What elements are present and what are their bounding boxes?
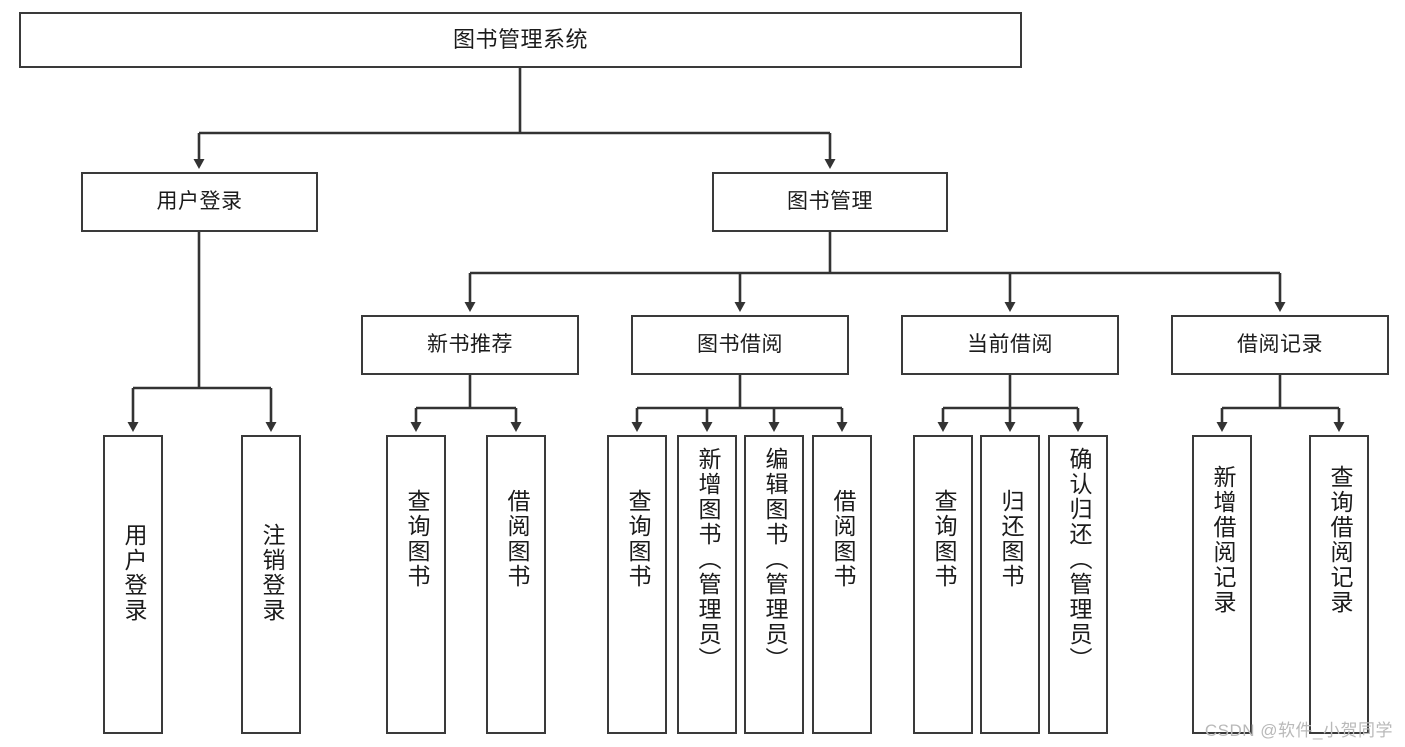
node-label: 图书管理系统 [452, 26, 588, 52]
leaf-label: 借阅图书 [829, 489, 856, 589]
leaf-label: 新增图书（管理员） [694, 447, 721, 672]
leaf-label: 编辑图书（管理员） [761, 447, 788, 672]
csdn-watermark: CSDN @软件_小贺同学 [1204, 721, 1393, 740]
node-current-borrow[interactable]: 当前借阅 [901, 315, 1119, 375]
leaf-label: 确认归还（管理员） [1065, 447, 1092, 672]
leaf-label: 查询图书 [624, 489, 651, 589]
leaf-label: 归还图书 [997, 489, 1024, 589]
node-borrow-record[interactable]: 借阅记录 [1171, 315, 1389, 375]
node-label: 图书借阅 [697, 333, 783, 357]
node-book-borrow[interactable]: 图书借阅 [631, 315, 849, 375]
leaf-label: 借阅图书 [503, 489, 530, 589]
node-label: 用户登录 [156, 190, 243, 214]
leaf-label: 查询图书 [403, 489, 430, 589]
leaf-label: 查询图书 [930, 489, 957, 589]
leaf-label: 注销登录 [258, 523, 285, 623]
leaf-current-borrow-return-book[interactable]: 归还图书 [980, 435, 1040, 734]
leaf-book-borrow-edit-book-admin[interactable]: 编辑图书（管理员） [744, 435, 804, 734]
leaf-label: 用户登录 [120, 523, 147, 623]
node-book-management[interactable]: 图书管理 [712, 172, 948, 232]
leaf-current-borrow-confirm-return-admin[interactable]: 确认归还（管理员） [1048, 435, 1108, 734]
leaf-book-borrow-add-book-admin[interactable]: 新增图书（管理员） [677, 435, 737, 734]
node-label: 图书管理 [787, 190, 873, 214]
node-label: 借阅记录 [1237, 333, 1323, 357]
node-label: 新书推荐 [427, 333, 513, 357]
leaf-book-borrow-borrow-book[interactable]: 借阅图书 [812, 435, 872, 734]
leaf-new-book-borrow-book[interactable]: 借阅图书 [486, 435, 546, 734]
node-user-login[interactable]: 用户登录 [81, 172, 318, 232]
leaf-label: 新增借阅记录 [1209, 465, 1236, 615]
leaf-new-book-query-book[interactable]: 查询图书 [386, 435, 446, 734]
leaf-borrow-record-add-record[interactable]: 新增借阅记录 [1192, 435, 1252, 734]
node-root-book-management-system[interactable]: 图书管理系统 [19, 12, 1022, 68]
leaf-book-borrow-query-book[interactable]: 查询图书 [607, 435, 667, 734]
leaf-user-login-login[interactable]: 用户登录 [103, 435, 163, 734]
leaf-label: 查询借阅记录 [1326, 465, 1353, 615]
leaf-current-borrow-query-book[interactable]: 查询图书 [913, 435, 973, 734]
node-new-book-recommend[interactable]: 新书推荐 [361, 315, 579, 375]
leaf-borrow-record-query-record[interactable]: 查询借阅记录 [1309, 435, 1369, 734]
leaf-user-login-logout[interactable]: 注销登录 [241, 435, 301, 734]
node-label: 当前借阅 [967, 333, 1053, 357]
